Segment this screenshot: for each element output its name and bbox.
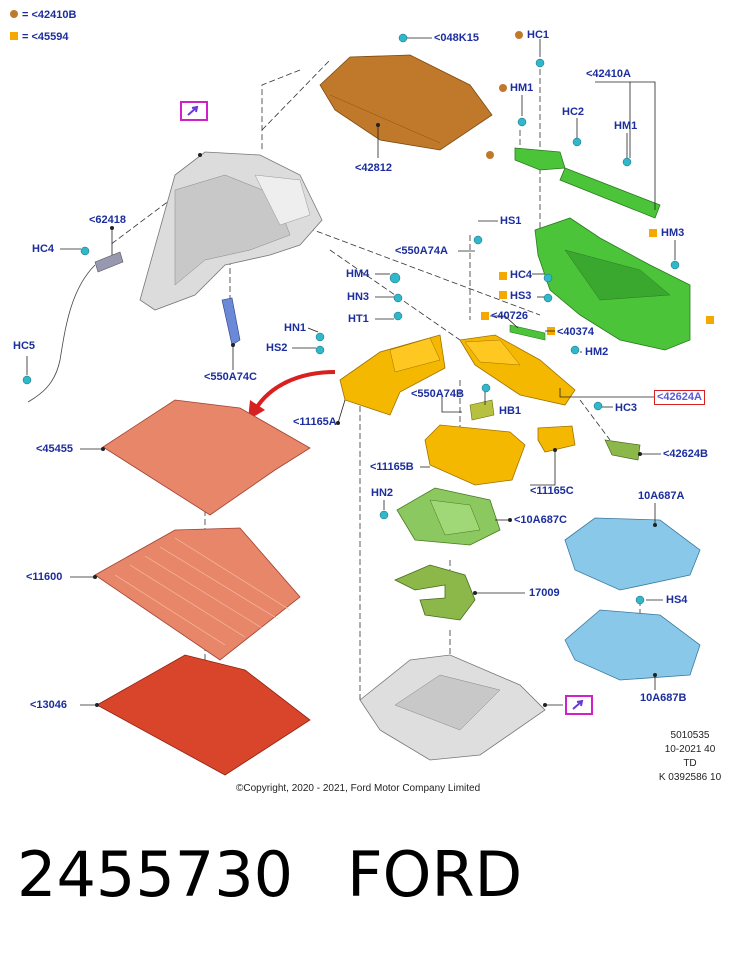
load-floor-yellow-right: [459, 334, 576, 406]
label-550A74B[interactable]: <550A74B: [411, 388, 464, 400]
label-HC4-right[interactable]: HC4: [510, 269, 533, 281]
label-HN2[interactable]: HN2: [371, 487, 394, 499]
footnote-line-1: 5010535: [670, 730, 710, 741]
yellow-square-icon: [10, 32, 18, 40]
label-HM3[interactable]: HM3: [661, 227, 685, 239]
label-40726[interactable]: <40726: [491, 310, 529, 322]
wire-harness: [27, 264, 96, 403]
spare-cover-green: [396, 487, 501, 546]
copyright-notice: ©Copyright, 2020 - 2021, Ford Motor Comp…: [236, 783, 481, 794]
label-42410A[interactable]: <42410A: [586, 68, 631, 80]
label-42624A-selected[interactable]: <42624A: [654, 390, 705, 405]
insulator-10A687A: [564, 517, 701, 591]
green-rail: [509, 324, 546, 341]
quarter-trim-panel: [139, 151, 323, 311]
floor-pan-grey: [359, 654, 546, 761]
small-bracket-yellow: [469, 399, 495, 421]
legend-item-45594: = <45594: [10, 31, 69, 44]
label-HS1[interactable]: HS1: [500, 215, 522, 227]
label-HT1[interactable]: HT1: [348, 313, 369, 325]
load-floor-yellow-a: [339, 334, 446, 416]
load-floor-yellow-c: [537, 425, 576, 453]
label-550A74C[interactable]: <550A74C: [204, 371, 257, 383]
leader-lines: [26, 37, 676, 706]
inset-view-icon-top[interactable]: [180, 101, 208, 121]
label-HN3[interactable]: HN3: [347, 291, 370, 303]
label-10A687B[interactable]: 10A687B: [640, 692, 687, 704]
label-11600[interactable]: <11600: [26, 571, 63, 583]
mat-11600: [94, 527, 301, 661]
label-HM4[interactable]: HM4: [346, 268, 370, 280]
spacer-17009: [394, 564, 476, 621]
grey-bracket-62418: [94, 251, 124, 273]
inset-view-icon-bottom[interactable]: [565, 695, 593, 715]
brand-name: FORD: [347, 838, 523, 911]
label-45455[interactable]: <45455: [36, 443, 74, 455]
label-HN1[interactable]: HN1: [284, 322, 307, 334]
label-11165C[interactable]: <11165C: [530, 485, 574, 497]
label-HC4-left[interactable]: HC4: [32, 243, 55, 255]
label-42812[interactable]: <42812: [355, 162, 393, 174]
fasteners: [22, 33, 680, 605]
footnote-line-3: TD: [683, 758, 697, 769]
label-42624B[interactable]: <42624B: [663, 448, 708, 460]
legend-label: = <42410B: [22, 9, 77, 21]
label-HS2[interactable]: HS2: [266, 342, 288, 354]
label-HB1[interactable]: HB1: [499, 405, 522, 417]
insulator-10A687B: [564, 609, 701, 681]
green-trim-strip: [559, 167, 661, 219]
label-40374[interactable]: <40374: [557, 326, 595, 338]
label-HS4[interactable]: HS4: [666, 594, 688, 606]
label-HM1-top[interactable]: HM1: [510, 82, 534, 94]
green-bracket: [514, 147, 566, 171]
label-HM2[interactable]: HM2: [585, 346, 609, 358]
label-048K15[interactable]: <048K15: [434, 32, 479, 44]
legend-item-42410B: = <42410B: [10, 9, 76, 22]
green-cargo-panel: [534, 217, 691, 351]
label-11165A[interactable]: <11165A: [293, 416, 337, 428]
label-HS3[interactable]: HS3: [510, 290, 532, 302]
footnote: 5010535 10-2021 40 TD K 0392586 10: [650, 729, 730, 785]
label-10A687A[interactable]: 10A687A: [638, 490, 685, 502]
label-550A74A[interactable]: <550A74A: [395, 245, 448, 257]
label-13046[interactable]: <13046: [30, 699, 68, 711]
label-HC1[interactable]: HC1: [527, 29, 550, 41]
cargo-cover: [319, 54, 493, 151]
label-10A687C[interactable]: <10A687C: [514, 514, 567, 526]
legend-label: = <45594: [22, 31, 69, 43]
bracket-42624B: [604, 439, 641, 461]
mat-45455: [102, 399, 311, 516]
curved-arrow: [248, 370, 336, 420]
mat-13046: [96, 654, 311, 776]
footnote-line-4: K 0392586 10: [658, 772, 722, 783]
part-number: 2455730: [17, 838, 294, 911]
label-HM1-right[interactable]: HM1: [614, 120, 638, 132]
label-HC5[interactable]: HC5: [13, 340, 36, 352]
label-17009[interactable]: 17009: [529, 587, 560, 599]
blue-brace-550A74C: [221, 297, 241, 346]
label-62418[interactable]: <62418: [89, 214, 127, 226]
label-HC3[interactable]: HC3: [615, 402, 638, 414]
load-floor-yellow-b: [424, 424, 526, 486]
label-11165B[interactable]: <11165B: [370, 461, 414, 473]
footnote-line-2: 10-2021 40: [664, 744, 716, 755]
leader-dots: [93, 123, 657, 707]
label-HC2[interactable]: HC2: [562, 106, 585, 118]
orange-circle-icon: [10, 10, 18, 18]
